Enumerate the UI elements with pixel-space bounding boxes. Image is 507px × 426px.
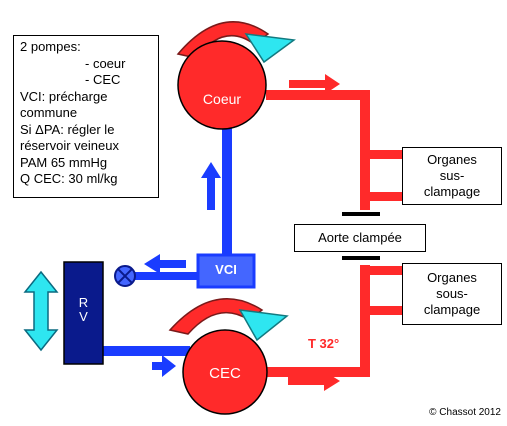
- vci-box: [196, 253, 256, 289]
- coeur-label: Coeur: [202, 91, 242, 107]
- rv-reservoir: [63, 261, 104, 365]
- cec-outflow-line: [260, 367, 370, 377]
- vci-to-coeur-line: [222, 118, 232, 256]
- info-line: PAM 65 mmHg: [20, 154, 108, 170]
- coeur-outflow-line: [266, 90, 370, 100]
- info-line: - coeur: [85, 55, 126, 71]
- arrow-left-icon: [144, 254, 186, 274]
- info-line: VCI: précharge: [20, 88, 108, 104]
- aorte-clampee-box: Aorte clampée: [294, 224, 426, 252]
- box-line: sous-: [436, 286, 468, 301]
- curved-arrow-red-icon: [168, 298, 264, 335]
- sus-branch-top: [370, 150, 404, 159]
- rv-label-line: V: [79, 309, 88, 324]
- aorte-clampee-label: Aorte clampée: [318, 230, 402, 245]
- sous-branch-top: [370, 266, 404, 275]
- cec-pump: [182, 329, 268, 415]
- arrow-right-icon: [288, 371, 340, 391]
- curved-arrow-head-cyan-icon: [238, 309, 289, 342]
- info-line: Si ΔPA: régler le: [20, 121, 115, 137]
- organes-sus-clampage-box: Organes sus- clampage: [402, 147, 502, 205]
- valve-icon: [114, 265, 136, 287]
- arrow-right-icon: [152, 355, 176, 377]
- info-line: - CEC: [85, 72, 121, 87]
- aorta-upper-segment: [360, 90, 370, 210]
- venous-lines: [103, 118, 232, 356]
- copyright-label: © Chassot 2012: [429, 407, 501, 418]
- cec-pump-arrow: [168, 298, 289, 342]
- aorta-lower-segment: [360, 265, 370, 377]
- reservoir-level-arrow-icon: [23, 270, 59, 352]
- box-line: Organes: [427, 270, 477, 285]
- coeur-pump: [177, 40, 267, 130]
- arrow-up-icon: [201, 162, 221, 210]
- box-line: sus-: [439, 168, 465, 183]
- arterial-lines: [260, 90, 404, 377]
- rv-label-line: R: [78, 295, 89, 310]
- box-line: clampage: [423, 302, 481, 317]
- clamp-bar-top: [342, 212, 380, 216]
- rv-to-cec-line: [103, 346, 190, 356]
- clamp-bar-bottom: [342, 256, 380, 260]
- blue-flow-arrows: [144, 162, 221, 377]
- organes-sous-clampage-box: Organes sous- clampage: [402, 263, 502, 325]
- red-flow-arrows: [288, 74, 340, 391]
- cec-label: CEC: [209, 365, 241, 382]
- curved-arrow-head-cyan-icon: [244, 33, 296, 64]
- info-box: 2 pompes: - coeur - CEC VCI: précharge c…: [13, 35, 159, 198]
- sus-branch-bottom: [370, 192, 404, 201]
- info-line: 2 pompes:: [20, 39, 81, 54]
- box-line: Organes: [427, 152, 477, 167]
- vci-to-valve-line: [133, 272, 201, 280]
- rv-label: R V: [64, 296, 103, 324]
- arrow-right-icon: [289, 74, 340, 94]
- box-line: clampage: [423, 184, 481, 199]
- info-line: réservoir veineux: [20, 138, 119, 153]
- sous-branch-bottom: [370, 306, 404, 315]
- info-line: Q CEC: 30 ml/kg: [20, 171, 118, 186]
- info-line: commune: [20, 105, 78, 120]
- temperature-label: T 32°: [308, 336, 340, 351]
- vci-label: VCI: [215, 262, 237, 277]
